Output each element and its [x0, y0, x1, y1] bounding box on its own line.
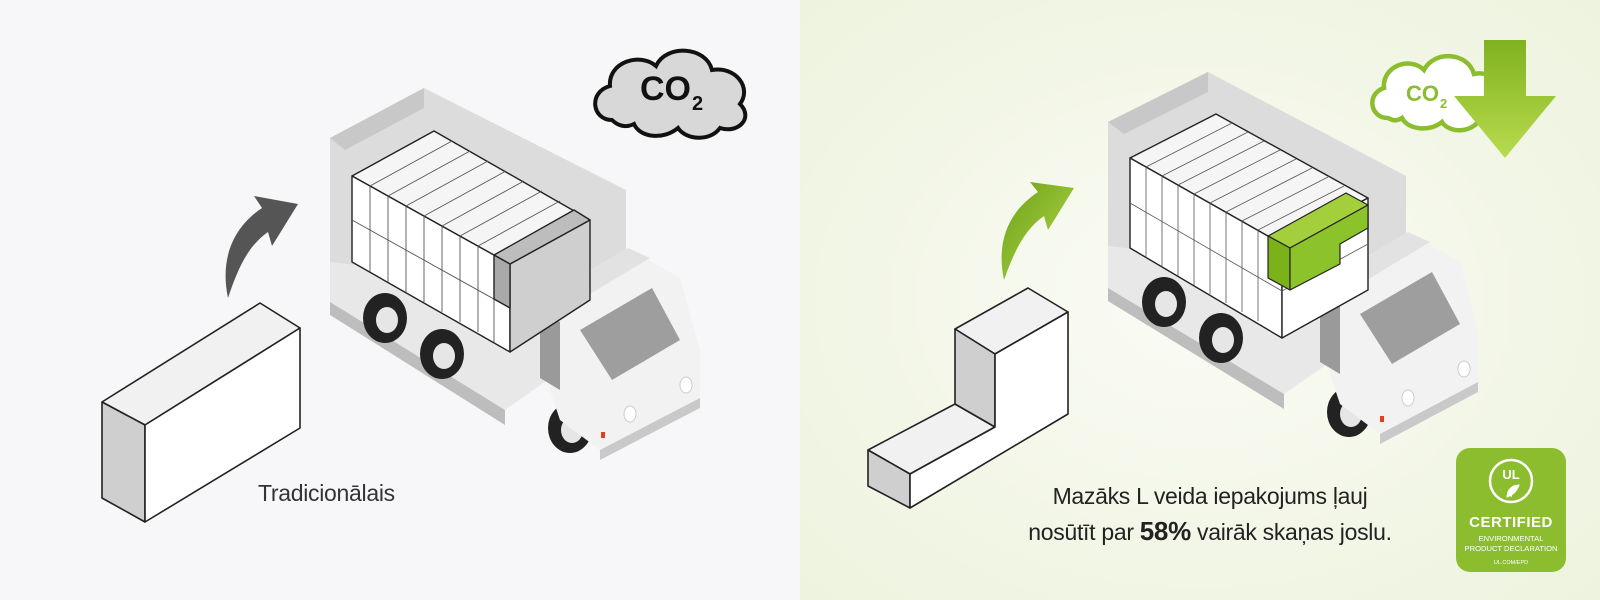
co2-cloud-green-label: CO [1406, 81, 1439, 106]
badge-epd: ENVIRONMENTAL PRODUCT DECLARATION [1456, 534, 1566, 554]
cargo-stack-traditional [351, 130, 591, 353]
co2-cloud-label: CO [640, 70, 691, 108]
percent-highlight: 58% [1139, 516, 1191, 546]
caption-line-2-post: vairāk skaņas joslu. [1190, 519, 1392, 545]
ul-logo-icon: UL [1488, 458, 1534, 504]
badge-url: UL.COM/EPD [1493, 560, 1529, 566]
ul-certified-badge: UL CERTIFIED ENVIRONMENTAL PRODUCT DECLA… [1456, 448, 1566, 572]
l-shaped-box [867, 287, 1069, 509]
highlighted-l-package [1267, 192, 1369, 291]
load-arrow-green-icon [1001, 182, 1074, 280]
traditional-box [101, 302, 301, 523]
load-arrow-icon [225, 196, 298, 298]
badge-certified: CERTIFIED [1469, 514, 1553, 531]
l-shape-caption: Mazāks L veida iepakojums ļauj nosūtīt p… [1000, 479, 1420, 550]
badge-epd-line2: PRODUCT DECLARATION [1464, 544, 1558, 553]
badge-epd-line1: ENVIRONMENTAL [1478, 534, 1544, 543]
down-arrow-icon [1454, 40, 1556, 158]
co2-cloud-icon [593, 48, 748, 140]
caption-line-2: nosūtīt par 58% vairāk skaņas joslu. [1000, 514, 1420, 550]
co2-cloud-green-subscript: 2 [1440, 96, 1447, 111]
caption-line-1: Mazāks L veida iepakojums ļauj [1052, 483, 1368, 509]
caption-line-2-pre: nosūtīt par [1028, 519, 1140, 545]
traditional-caption: Tradicionālais [258, 480, 395, 506]
ul-logo-text: UL [1502, 467, 1519, 482]
co2-cloud-subscript: 2 [692, 93, 703, 115]
